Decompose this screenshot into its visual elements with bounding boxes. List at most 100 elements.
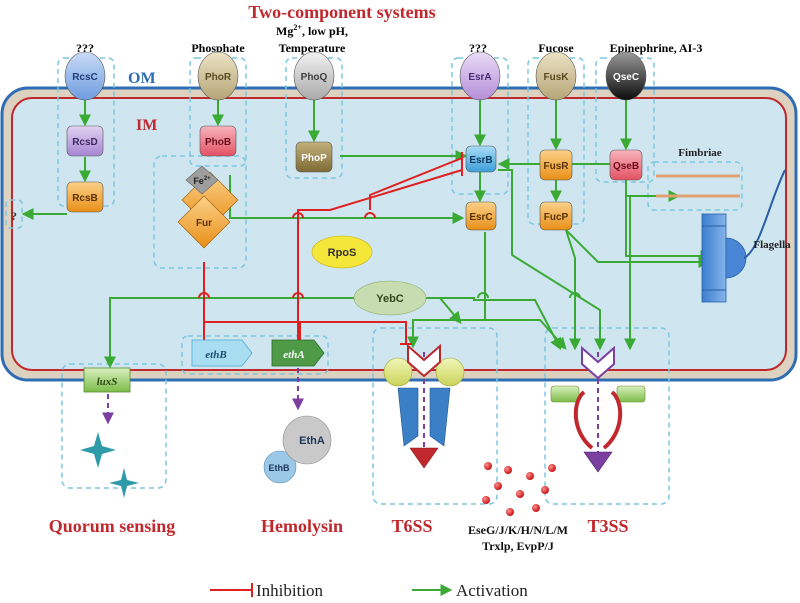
- yebc-protein: [353, 280, 427, 316]
- ethb-protein: [263, 450, 297, 484]
- autoinducer-molecules: [80, 432, 139, 498]
- rcsb-label: RcsB: [72, 193, 98, 204]
- t3ss-left-ring: [550, 385, 580, 403]
- effector-molecules: [482, 462, 556, 516]
- fusk-label: FusK: [544, 72, 570, 83]
- mg-superscript: 2+: [293, 23, 302, 32]
- qseb-protein: [609, 149, 643, 181]
- fe-label: Fe2+: [193, 176, 211, 186]
- effector-dot: [548, 464, 556, 472]
- flagellum-filament: [743, 169, 786, 259]
- flagellum: [701, 169, 786, 303]
- esra-label: EsrA: [468, 72, 491, 83]
- fucp-label: FucP: [544, 212, 569, 223]
- effector-dot: [532, 504, 540, 512]
- rcsc-label: RcsC: [72, 72, 98, 83]
- yebc-label: YebC: [376, 293, 404, 305]
- legend: Inhibition Activation: [210, 581, 528, 600]
- t6ss-box: [372, 327, 498, 505]
- qsec-protein: [605, 51, 647, 101]
- sensor-kinases: [64, 51, 647, 101]
- edge-crossing-hops: [477, 292, 581, 299]
- t3ss-left-wall: [573, 390, 594, 450]
- t6ss-tip: [409, 447, 439, 469]
- rpos-protein: [311, 235, 373, 269]
- luxs-gene: luxS: [83, 367, 131, 393]
- unknown-target-label: ?: [11, 209, 17, 223]
- esrc-protein: [465, 201, 497, 231]
- esra-protein: [459, 51, 501, 101]
- phoq-protein: [293, 51, 335, 101]
- rpos-label: RpoS: [328, 247, 357, 259]
- t6ss-right-ball: [435, 357, 465, 387]
- phop-protein: [295, 141, 333, 173]
- phor-label: PhoR: [205, 72, 232, 83]
- hemolysin-genes: ethB ethA: [191, 339, 325, 367]
- fus-signal-label: Fucose: [538, 41, 574, 55]
- qse-signal-label: Epinephrine, AI-3: [610, 41, 703, 55]
- hop-phob-yebc: [292, 292, 304, 299]
- effector-dot: [526, 472, 534, 480]
- inner-membrane: [11, 97, 787, 371]
- hop-fucp-yebc: [569, 292, 581, 299]
- inhibition-hops: [198, 212, 376, 299]
- im-label: IM: [136, 117, 157, 134]
- effectors-line1: EseG/J/K/H/N/L/M: [468, 523, 568, 537]
- t6ss-apparatus: [383, 343, 465, 469]
- luxs-box: [83, 367, 131, 393]
- fucp-protein: [539, 201, 573, 231]
- fusr-protein: [539, 149, 573, 181]
- fimbriae: [656, 174, 740, 198]
- autoinducer-star-2: [109, 468, 139, 498]
- sensor-kinase-labels: RcsC PhoR PhoQ EsrA FusK QseC: [72, 72, 639, 83]
- rcsc-protein: [64, 51, 106, 101]
- flagella-label: Flagella: [753, 239, 791, 251]
- qsec-label: QseC: [613, 72, 639, 83]
- etha-protein-label: EthA: [299, 435, 325, 447]
- phoq-label: PhoQ: [301, 72, 328, 83]
- response-regulators: [66, 125, 643, 231]
- phoq-signal-tail: , low pH,: [302, 24, 348, 38]
- diagram-title: Two-component systems: [248, 2, 435, 22]
- qseb-to-flagella-edge: [625, 196, 713, 262]
- fucp-to-flagella-edge: [565, 229, 711, 268]
- hop-phob-esrb: [292, 212, 304, 219]
- hop-phob-esrb-2: [364, 212, 376, 219]
- legend-inhibition-label: Inhibition: [256, 581, 324, 600]
- hemolysin-label: Hemolysin: [261, 516, 343, 536]
- phop-label: PhoP: [301, 153, 327, 164]
- fimbriae-label: Fimbriae: [678, 147, 721, 159]
- yebc-to-t3ss-edge: [408, 297, 562, 351]
- luxs-label: luxS: [97, 376, 118, 388]
- t3ss-right-wall: [602, 390, 623, 450]
- ethb-gene: [191, 339, 253, 367]
- t3ss-apparatus: [550, 345, 646, 473]
- fimbriae-box: [647, 161, 743, 211]
- qseb-label: QseB: [613, 161, 639, 172]
- response-regulator-labels: RcsD RcsB PhoB PhoP EsrB EsrC FusR FucP …: [72, 137, 639, 223]
- fur-complex: Fe2+ Fur: [177, 165, 239, 249]
- unknown-target-box: [5, 199, 23, 229]
- esrb-to-etha-inhibition: [297, 169, 463, 350]
- t3ss-label: T3SS: [587, 516, 628, 536]
- t3ss-box: [544, 327, 670, 505]
- etha-gene: [271, 339, 325, 367]
- t6ss-left-ball: [383, 357, 413, 387]
- flagellum-hook: [725, 237, 747, 279]
- mg-text: Mg: [276, 24, 293, 38]
- effectors-line2: Trxlp, EvpP/J: [482, 539, 554, 553]
- fur-to-t6ss-inhibition: [300, 321, 407, 344]
- phob-protein: [199, 125, 237, 157]
- om-label: OM: [128, 70, 156, 87]
- effector-dot: [484, 462, 492, 470]
- esrb-label: EsrB: [469, 155, 492, 166]
- t6ss-right-channel: [429, 387, 451, 447]
- phoq-signal-line1: Mg2+, low pH,: [276, 23, 348, 38]
- autoinducer-star-1: [80, 432, 116, 468]
- effector-dot: [494, 482, 502, 490]
- t3ss-needle-cap: [581, 345, 615, 380]
- hemolysin-genes-box: [181, 335, 329, 375]
- esrc-label: EsrC: [469, 212, 492, 223]
